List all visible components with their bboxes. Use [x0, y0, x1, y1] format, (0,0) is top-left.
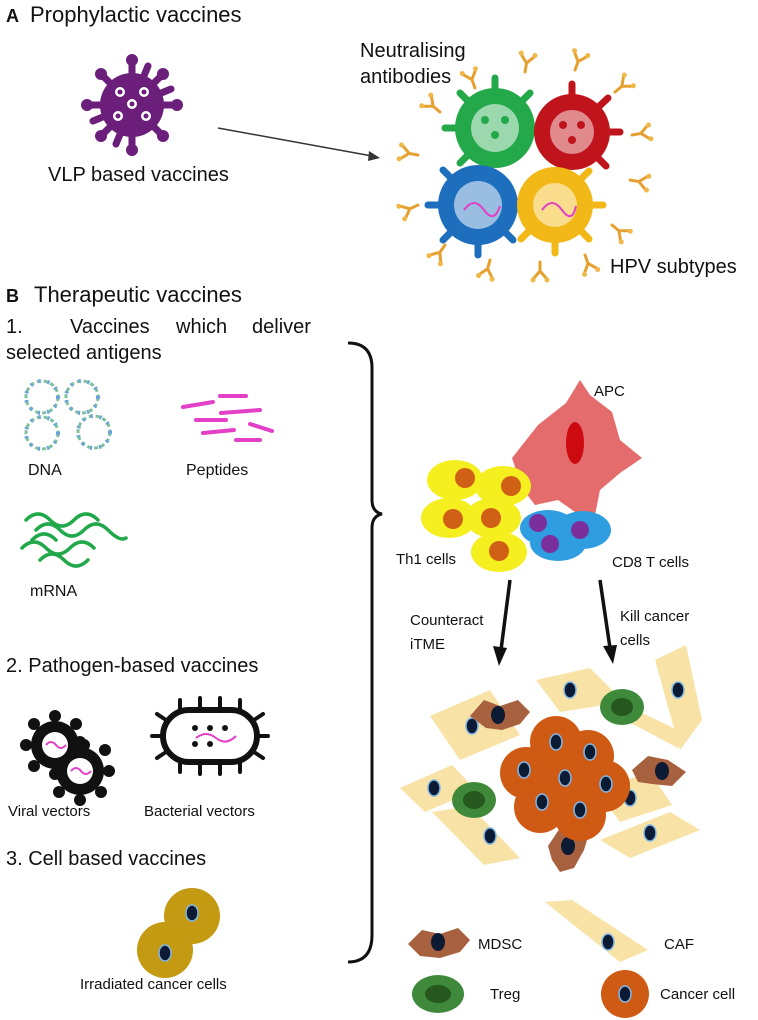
hpv-subtypes-cluster: [393, 45, 656, 284]
section1-number: 1.: [6, 316, 23, 338]
dna-label: DNA: [28, 462, 62, 479]
bacterial-vector-icon: [150, 696, 270, 776]
peptides-label: Peptides: [186, 462, 249, 479]
th1-to-tme-arrow: [493, 579, 512, 666]
legend-cancer-swatch: [601, 970, 649, 1018]
section1-line2: selected antigens: [6, 342, 162, 364]
legend-mdsc-label: MDSC: [478, 936, 523, 953]
th1-cells-label: Th1 cells: [396, 551, 457, 568]
panel-a-letter: A: [6, 6, 19, 26]
irradiated-cancer-cells-icon: [137, 888, 220, 978]
apc-label: APC: [594, 383, 625, 400]
viral-vectors-label: Viral vectors: [8, 803, 91, 820]
cd8-t-cells-icon: [520, 510, 611, 561]
treg-cells: [452, 689, 644, 818]
counteract-label-line1: Counteract: [410, 612, 484, 629]
legend-cancer-cell-label: Cancer cell: [660, 986, 736, 1003]
kill-cancer-label-line2: cells: [620, 632, 651, 649]
section1-word-vaccines: Vaccines: [70, 316, 150, 338]
panel-a-title: Prophylactic vaccines: [30, 2, 242, 27]
legend-treg-label: Treg: [490, 986, 521, 1003]
mrna-label: mRNA: [30, 583, 78, 600]
kill-cancer-label-line1: Kill cancer: [620, 608, 690, 625]
peptide-icons: [181, 394, 274, 442]
hpv-subtypes-label: HPV subtypes: [610, 256, 737, 278]
section1-word-which: which: [176, 316, 228, 338]
apc-cell-icon: [512, 380, 642, 520]
cd8-t-cells-label: CD8 T cells: [612, 554, 689, 571]
legend-mdsc-swatch: [408, 928, 470, 958]
grouping-bracket: [347, 341, 383, 964]
dna-plasmid-icons: [24, 379, 112, 451]
cd8-to-tme-arrow: [598, 579, 617, 664]
mrna-icon: [20, 512, 128, 568]
legend-caf-label: CAF: [664, 936, 694, 953]
legend-caf-swatch: [545, 900, 648, 962]
section2-title: 2. Pathogen-based vaccines: [6, 655, 259, 677]
counteract-label-line2: iTME: [410, 636, 445, 653]
vlp-particle-icon: [81, 54, 183, 156]
antibodies-label-line2: antibodies: [360, 66, 452, 88]
bacterial-vectors-label: Bacterial vectors: [144, 803, 255, 820]
vlp-to-hpv-arrow: [217, 127, 380, 161]
tumor-microenvironment: [400, 645, 702, 872]
irradiated-cancer-cells-label: Irradiated cancer cells: [80, 976, 227, 993]
legend-treg-swatch: [412, 975, 464, 1013]
section3-title: 3. Cell based vaccines: [6, 848, 207, 870]
section1-word-deliver: deliver: [252, 316, 311, 338]
antibodies-label-line1: Neutralising: [360, 40, 466, 62]
panel-b-title: Therapeutic vaccines: [34, 282, 242, 307]
viral-vector-icons: [20, 710, 115, 806]
vlp-label: VLP based vaccines: [48, 164, 229, 186]
th1-cells-icon: [421, 460, 531, 572]
panel-b-letter: B: [6, 286, 19, 306]
